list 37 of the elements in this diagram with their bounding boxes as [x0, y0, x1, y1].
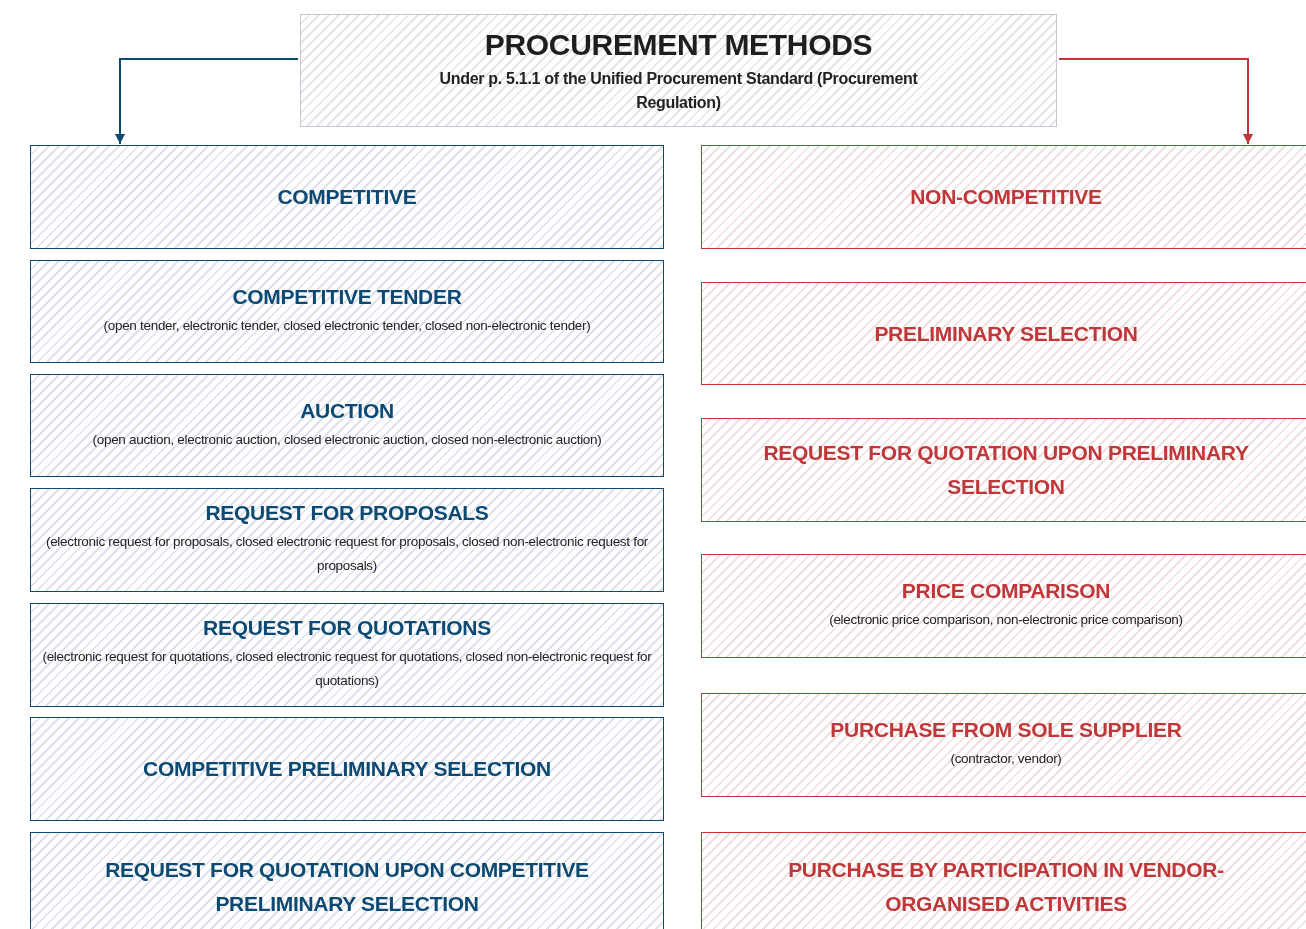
- method-box: [30, 488, 664, 592]
- method-description: (open tender, electronic tender, closed electronic tender, closed non-electronic tender): [103, 316, 591, 335]
- method-title: REQUEST FOR QUOTATION UPON PRELIMINARY SELECTION: [762, 440, 1250, 500]
- method-title: NON-COMPETITIVE: [910, 184, 1102, 210]
- method-title: COMPETITIVE PRELIMINARY SELECTION: [143, 756, 551, 782]
- method-description: Under p. 5.1.1 of the Unified Procurement Standard (Procurement Regulation): [438, 68, 919, 113]
- method-box: [701, 282, 1306, 385]
- header-box: [300, 14, 1057, 127]
- method-box: [30, 603, 664, 707]
- method-title: COMPETITIVE TENDER: [232, 283, 462, 310]
- method-description: (open auction, electronic auction, closed electronic auction, closed non-electronic auction): [92, 430, 602, 449]
- method-title: COMPETITIVE: [277, 184, 417, 210]
- method-title: PRICE COMPARISON: [901, 578, 1111, 604]
- method-description: (electronic price comparison, non-electronic price comparison): [829, 611, 1183, 629]
- method-box: [30, 260, 664, 363]
- arrow: [115, 58, 299, 145]
- method-description: (electronic request for quotations, closed electronic request for quotations, closed non-electronic request for quotations): [41, 648, 653, 690]
- method-box: [701, 418, 1306, 522]
- method-box: [701, 554, 1306, 658]
- method-title: REQUEST FOR QUOTATIONS: [203, 615, 491, 641]
- method-title: PROCUREMENT METHODS: [484, 26, 873, 63]
- method-title: AUCTION: [300, 397, 394, 424]
- method-box: [30, 717, 664, 821]
- arrow: [1058, 58, 1253, 145]
- method-box: [30, 374, 664, 477]
- method-description: (contractor, vendor): [950, 750, 1062, 768]
- method-box: [701, 693, 1306, 797]
- method-title: REQUEST FOR PROPOSALS: [205, 500, 489, 526]
- method-title: PRELIMINARY SELECTION: [874, 320, 1138, 347]
- method-box: [30, 145, 664, 249]
- method-title: REQUEST FOR QUOTATION UPON COMPETITIVE PRELIMINARY SELECTION: [104, 857, 590, 917]
- method-title: PURCHASE FROM SOLE SUPPLIER: [830, 717, 1182, 743]
- method-title: PURCHASE BY PARTICIPATION IN VENDOR-ORGANISED ACTIVITIES: [787, 857, 1225, 917]
- method-box: [30, 832, 664, 929]
- method-box: [701, 145, 1306, 249]
- method-box: [701, 832, 1306, 929]
- method-description: (electronic request for proposals, closed electronic request for proposals, closed non-electronic request for proposals): [44, 533, 650, 575]
